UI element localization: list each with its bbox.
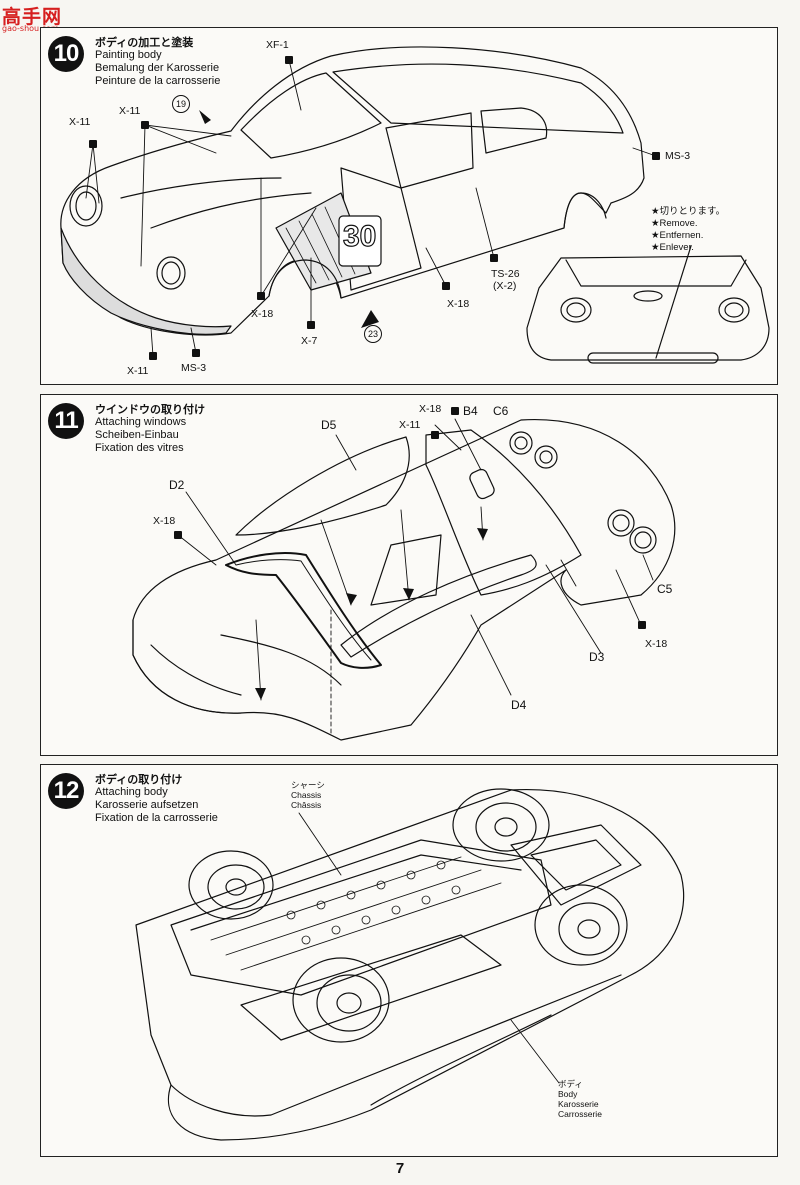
body-label-jp: ボディ <box>558 1079 583 1089</box>
part-label-c6: C6 <box>493 404 509 418</box>
step-title-en: Attaching windows <box>95 416 187 428</box>
decal-19-number: 19 <box>172 95 190 113</box>
site-logo: 高手网 gao-shou.com <box>2 2 72 36</box>
site-logo-glyphs: 高手网 <box>2 6 63 28</box>
callout-x18-rocker: X-18 <box>447 298 470 310</box>
step-10-panel: 10 ボディの加工と塗装 Painting body Bemalung der … <box>40 27 778 385</box>
body-label-en: Body <box>558 1089 578 1099</box>
step-12-panel: 12 ボディの取り付け Attaching body Karosserie au… <box>40 764 778 1157</box>
remove-note-fr: ★Enlever. <box>651 242 694 253</box>
body-label-fr: Carrosserie <box>558 1109 602 1119</box>
step-title-en: Attaching body <box>95 786 168 798</box>
step-number-badge: 12 <box>48 773 84 809</box>
chassis-label-en: Chassis <box>291 790 322 800</box>
race-number-decal: 30 <box>342 219 377 253</box>
callout-x7: X-7 <box>301 335 318 347</box>
page-number: 7 <box>395 1160 405 1177</box>
site-logo-url: gao-shou.com <box>2 24 59 33</box>
window-attachment-illustration <box>132 407 676 741</box>
callout-x11-hood: X-11 <box>119 105 141 117</box>
callout-x11: X-11 <box>399 419 421 431</box>
chassis-body-illustration <box>135 788 685 1141</box>
step-title-jp: ウインドウの取り付け <box>95 403 205 416</box>
body-label-de: Karosserie <box>558 1099 599 1109</box>
part-label-d5: D5 <box>321 418 337 432</box>
step-title-block: ウインドウの取り付け Attaching windows Scheiben-Ei… <box>95 403 205 455</box>
step-title-fr: Peinture de la carrosserie <box>95 75 221 87</box>
step-number-badge: 10 <box>48 36 84 72</box>
step-title-de: Karosserie aufsetzen <box>95 799 199 811</box>
remove-note-jp: ★切りとります。 <box>651 206 726 217</box>
callout-x18-b4: X-18 <box>419 403 442 415</box>
part-label-b4: B4 <box>463 404 478 418</box>
step-title-de: Scheiben-Einbau <box>95 429 179 441</box>
decal-23-marker: 23 <box>364 325 382 343</box>
step-title-block: ボディの加工と塗装 Painting body Bemalung der Kar… <box>95 36 220 88</box>
step-title-fr: Fixation de la carrosserie <box>95 812 218 824</box>
part-label-c5: C5 <box>657 582 673 596</box>
step-title-jp: ボディの加工と塗装 <box>95 36 194 49</box>
part-label-d4: D4 <box>511 698 527 712</box>
part-label-d2: D2 <box>169 478 185 492</box>
callout-xf1: XF-1 <box>266 39 289 51</box>
step-title-jp: ボディの取り付け <box>95 773 183 786</box>
chassis-label: シャーシ Chassis Châssis <box>291 780 325 810</box>
remove-note-en: ★Remove. <box>651 218 698 229</box>
remove-note: ★切りとります。 ★Remove. ★Entfernen. ★Enlever. <box>651 206 725 254</box>
chassis-label-jp: シャーシ <box>291 780 325 790</box>
callout-ts26: TS-26 <box>491 268 520 280</box>
car-body-side-illustration <box>60 46 770 364</box>
callout-x18-rear: X-18 <box>645 638 668 650</box>
callout-ts26-sub: (X-2) <box>493 280 517 292</box>
callout-ms3-rear: MS-3 <box>665 150 691 162</box>
chassis-label-fr: Châssis <box>291 800 322 810</box>
callout-x18-side: X-18 <box>251 308 274 320</box>
step-number-badge: 11 <box>48 403 84 439</box>
callout-x11-bumper: X-11 <box>127 365 149 377</box>
body-label: ボディ Body Karosserie Carrosserie <box>558 1079 602 1119</box>
decal-23-number: 23 <box>364 325 382 343</box>
callout-x11-light: X-11 <box>69 116 91 128</box>
step-11-panel: 11 ウインドウの取り付け Attaching windows Scheiben… <box>40 394 778 756</box>
remove-note-de: ★Entfernen. <box>651 230 704 241</box>
callout-ms3-front: MS-3 <box>181 362 207 374</box>
step-title-fr: Fixation des vitres <box>95 442 184 454</box>
step-title-block: ボディの取り付け Attaching body Karosserie aufse… <box>95 773 218 825</box>
step-title-en: Painting body <box>95 49 162 61</box>
decal-19-marker: 19 <box>172 95 190 113</box>
part-label-d3: D3 <box>589 650 605 664</box>
step-title-de: Bemalung der Karosserie <box>95 62 220 74</box>
callout-x18-windscreen: X-18 <box>153 515 176 527</box>
